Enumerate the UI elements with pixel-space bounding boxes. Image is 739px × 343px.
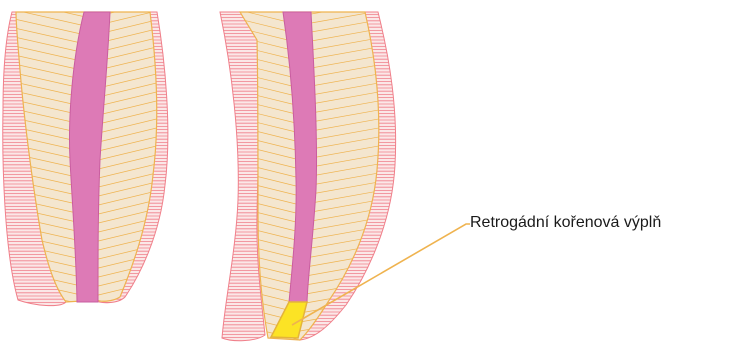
right-root xyxy=(215,0,402,343)
left-root xyxy=(0,0,175,333)
tubule-line xyxy=(10,315,90,333)
tubule-line xyxy=(90,306,165,324)
retrograde-filling-label: Retrogádní kořenová výplň xyxy=(470,213,661,233)
tubule-line xyxy=(90,315,165,333)
tubule-line xyxy=(10,306,90,324)
